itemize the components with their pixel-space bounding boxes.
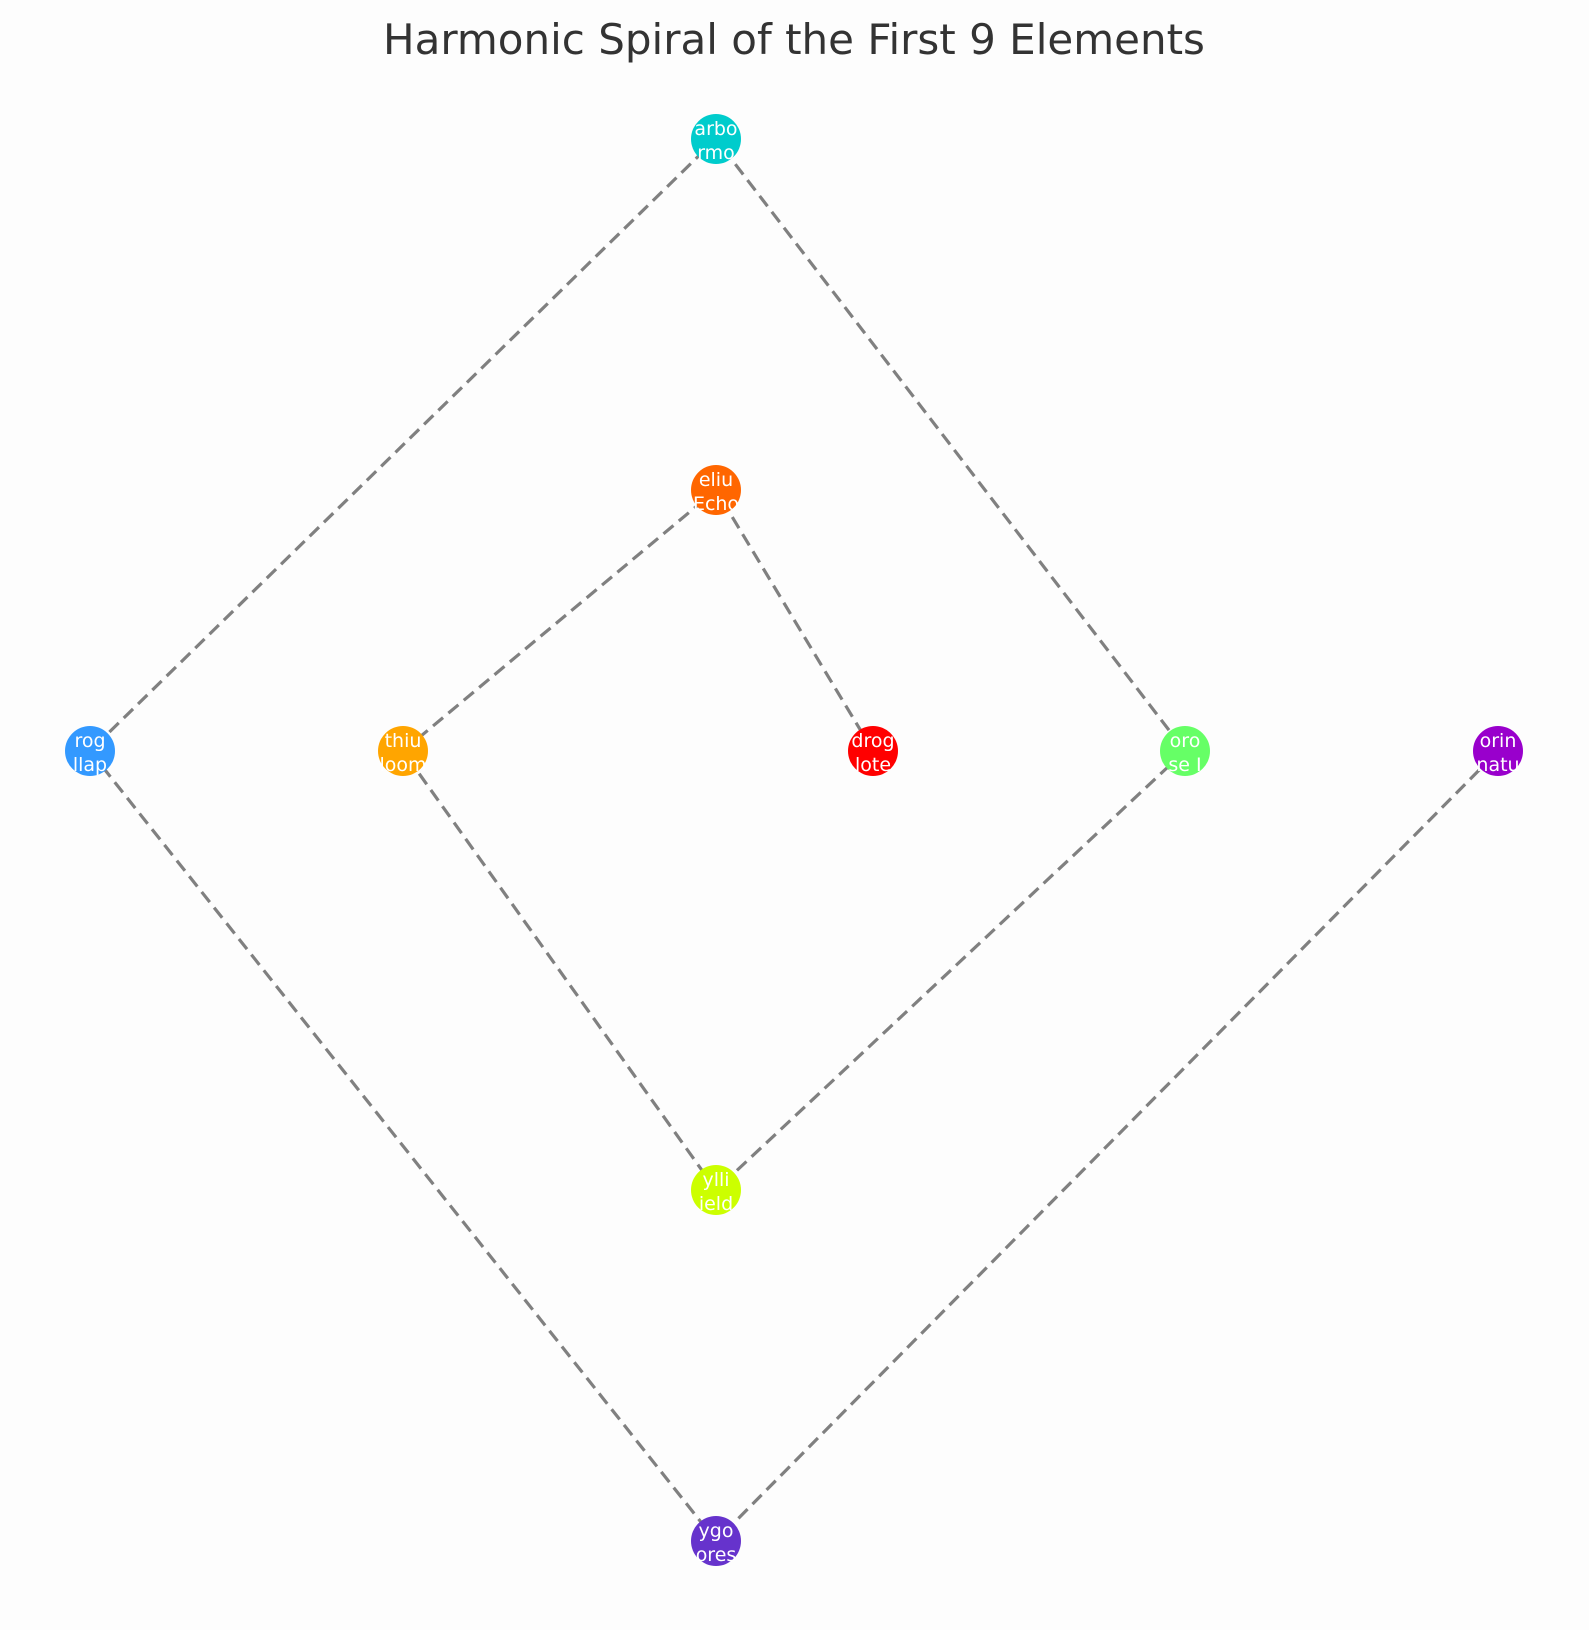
node-label-line1: arbo bbox=[694, 118, 737, 140]
node-label-line1: orin bbox=[1480, 730, 1517, 752]
node-circle bbox=[691, 114, 741, 164]
node-label-line2: lote bbox=[855, 754, 891, 776]
node-label-line2: rmo bbox=[697, 142, 735, 164]
node-label-line2: natu bbox=[1476, 754, 1519, 776]
node-circle bbox=[65, 726, 115, 776]
node-label-line2: Echo bbox=[693, 493, 739, 515]
spiral-link-line bbox=[87, 136, 1500, 1544]
node-label-line1: thiu bbox=[385, 730, 422, 752]
node-label-line2: ield bbox=[699, 1193, 733, 1215]
node-circle bbox=[378, 726, 428, 776]
node-circle bbox=[691, 465, 741, 515]
node-circle bbox=[848, 726, 898, 776]
spiral-path bbox=[87, 136, 1500, 1544]
node-label-line2: se I bbox=[1168, 754, 1201, 776]
node-label-line2: loom bbox=[379, 754, 426, 776]
node-label-line1: eliu bbox=[699, 469, 733, 491]
node-circle bbox=[1160, 726, 1210, 776]
node-label-line1: oro bbox=[1170, 730, 1201, 752]
node-label-line1: drog bbox=[851, 730, 894, 752]
node-label-line1: ygo bbox=[699, 1520, 734, 1542]
node-label-line2: ores bbox=[696, 1544, 737, 1566]
node-label-line1: ylli bbox=[702, 1169, 729, 1191]
node-label-line2: llap bbox=[73, 754, 107, 776]
node-label-line1: rog bbox=[74, 730, 105, 752]
diagram-title: Harmonic Spiral of the First 9 Elements bbox=[383, 15, 1205, 64]
node-circle bbox=[691, 1165, 741, 1215]
node-circle bbox=[1473, 726, 1523, 776]
node-circle bbox=[691, 1516, 741, 1566]
